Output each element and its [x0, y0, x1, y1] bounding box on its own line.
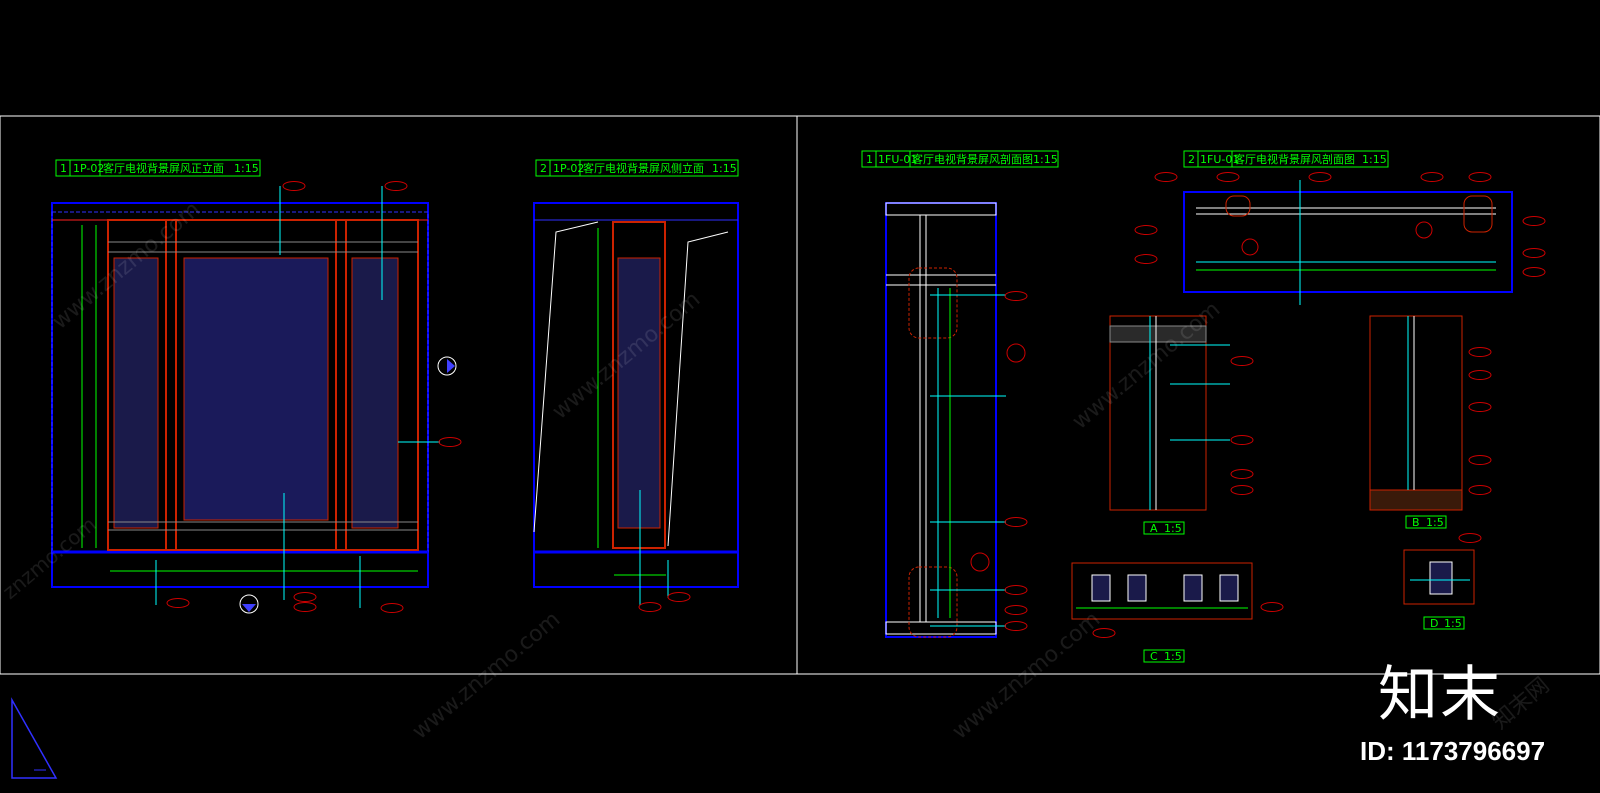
detail-tag-b-scale: 1:5: [1426, 516, 1444, 529]
drawing-title-1: 1 1P-02 客厅电视背景屏风正立面 1:15: [55, 159, 261, 177]
detail-tag-d-letter: D: [1430, 617, 1438, 630]
title-4-code: 1FU-01: [1200, 153, 1239, 166]
title-3-num: 1: [866, 153, 873, 166]
sheet-frame-right: [796, 115, 1600, 675]
detail-d: [1403, 533, 1482, 605]
watermark-7: znzmo.com: [0, 512, 101, 604]
detail-tag-a: A 1:5: [1143, 521, 1185, 535]
title-1-scale: 1:15: [234, 162, 259, 175]
detail-tag-c: C 1:5: [1143, 649, 1185, 663]
detail-tag-b-letter: B: [1412, 516, 1420, 529]
side-elevation: [533, 202, 739, 612]
title-3-scale: 1:15: [1033, 153, 1058, 166]
detail-c: [1071, 562, 1284, 638]
drawing-title-2: 2 1P-02 客厅电视背景屏风侧立面 1:15: [535, 159, 739, 177]
title-2-name: 客厅电视背景屏风侧立面: [583, 161, 704, 175]
drawing-title-3: 1 1FU-01 客厅电视背景屏风剖面图 1:15: [861, 150, 1059, 168]
detail-tag-c-scale: 1:5: [1164, 650, 1182, 663]
title-1-code: 1P-02: [73, 162, 104, 175]
title-3-code: 1FU-01: [878, 153, 917, 166]
watermark-4: www.znzmo.com: [408, 607, 565, 745]
detail-tag-c-letter: C: [1150, 650, 1158, 663]
detail-tag-b: B 1:5: [1405, 515, 1447, 529]
title-4-num: 2: [1188, 153, 1195, 166]
resource-id: ID: 1173796697: [1360, 736, 1546, 766]
section-2: [1134, 172, 1546, 305]
title-4-name: 客厅电视背景屏风剖面图: [1234, 152, 1355, 166]
detail-tag-d: D 1:5: [1423, 616, 1465, 630]
detail-b: [1369, 315, 1492, 511]
title-2-scale: 1:15: [712, 162, 737, 175]
title-1-num: 1: [60, 162, 67, 175]
title-4-scale: 1:15: [1362, 153, 1387, 166]
drawing-title-4: 2 1FU-01 客厅电视背景屏风剖面图 1:15: [1183, 150, 1389, 168]
detail-tag-a-letter: A: [1150, 522, 1158, 535]
watermark-3: www.znzmo.com: [1068, 297, 1225, 435]
detail-tag-a-scale: 1:5: [1164, 522, 1182, 535]
detail-a: [1109, 315, 1254, 511]
title-2-num: 2: [540, 162, 547, 175]
title-3-name: 客厅电视背景屏风剖面图: [912, 152, 1033, 166]
detail-tag-d-scale: 1:5: [1444, 617, 1462, 630]
section-1: [885, 202, 1028, 638]
front-elevation: [51, 181, 462, 614]
title-2-code: 1P-02: [553, 162, 584, 175]
ucs-icon: [11, 697, 58, 779]
znzmo-logo: 知末: [1378, 660, 1502, 730]
title-1-name: 客厅电视背景屏风正立面: [103, 161, 224, 175]
